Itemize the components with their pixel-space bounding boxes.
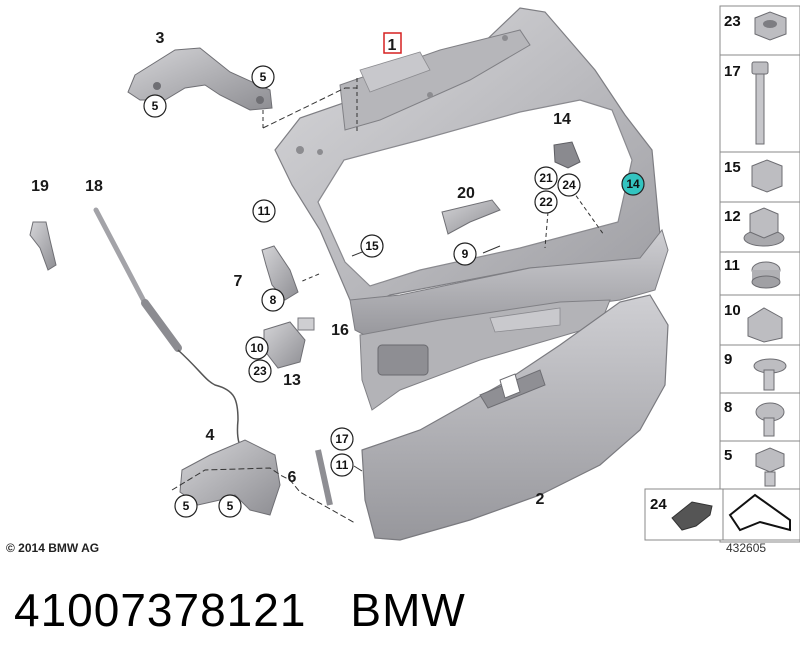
nut-flange-icon (754, 11, 787, 41)
mounting-bracket-icon (728, 493, 791, 532)
part-label-4[interactable]: 4 (206, 427, 215, 444)
callout-5-left[interactable]: 5 (183, 499, 190, 513)
clip-part-icon (671, 501, 713, 531)
clip-nut-icon (747, 307, 783, 343)
legend-item-9[interactable]: 9 (724, 351, 732, 368)
screw-washer-icon (753, 358, 787, 391)
strut-bracket-part (29, 221, 57, 271)
circle-callout-numbers: 5 5 11 15 9 8 10 23 17 11 5 5 21 24 22 1… (152, 70, 640, 513)
part-caption: 41007378121 BMW (14, 583, 466, 637)
legend-item-11[interactable]: 11 (724, 257, 740, 274)
part-label-19[interactable]: 19 (31, 178, 49, 195)
legend-item-24[interactable]: 24 (650, 496, 667, 513)
part-label-7[interactable]: 7 (234, 273, 243, 290)
image-number: 432605 (726, 541, 767, 555)
callout-11-upper[interactable]: 11 (258, 204, 271, 218)
callout-5-right[interactable]: 5 (227, 499, 234, 513)
tailgate-trim-panel (361, 294, 669, 541)
legend-item-8[interactable]: 8 (724, 399, 732, 416)
callout-11-lower[interactable]: 11 (336, 458, 349, 472)
part-number: 41007378121 (14, 584, 307, 636)
callout-9[interactable]: 9 (462, 247, 469, 261)
callout-23[interactable]: 23 (253, 364, 267, 378)
legend-item-10[interactable]: 10 (724, 302, 741, 319)
callout-21[interactable]: 21 (539, 171, 553, 185)
gas-strut-part (93, 207, 247, 453)
lower-hinge-part-4 (171, 439, 356, 524)
part-label-13[interactable]: 13 (283, 372, 301, 389)
highlight-box-part-1 (383, 32, 402, 54)
handle-part-20 (441, 199, 501, 235)
part-labels: 1 3 19 18 20 14 7 16 13 4 6 2 (31, 30, 571, 508)
legend-item-23[interactable]: 23 (724, 13, 741, 30)
camera-part-14 (553, 141, 581, 169)
callout-8[interactable]: 8 (270, 293, 277, 307)
tailgate-inner-frame (274, 7, 661, 306)
brand-name: BMW (350, 584, 466, 636)
callout-17[interactable]: 17 (335, 432, 349, 446)
callout-14-highlighted[interactable]: 14 (626, 177, 640, 191)
legend-item-17[interactable]: 17 (724, 63, 741, 80)
fastener-legend: 23 17 15 12 11 10 9 8 5 (644, 5, 800, 543)
callout-10[interactable]: 10 (250, 341, 264, 355)
legend-item-5[interactable]: 5 (724, 447, 732, 464)
hex-nut-icon (751, 159, 783, 193)
part-label-1[interactable]: 1 (388, 37, 397, 54)
pan-screw-icon (755, 402, 785, 437)
part-label-18[interactable]: 18 (85, 178, 103, 195)
callout-15[interactable]: 15 (365, 239, 379, 253)
latch-bracket-part-7 (261, 245, 299, 301)
legend-item-15[interactable]: 15 (724, 159, 741, 176)
part-label-2[interactable]: 2 (536, 491, 545, 508)
callout-24[interactable]: 24 (562, 178, 576, 192)
part-label-14[interactable]: 14 (553, 111, 571, 128)
copyright-notice: © 2014 BMW AG (6, 541, 100, 555)
flange-screw-icon (755, 447, 785, 487)
part-label-20[interactable]: 20 (457, 185, 475, 202)
legend-item-12[interactable]: 12 (724, 208, 741, 225)
callout-22[interactable]: 22 (539, 195, 553, 209)
buffer-part-13 (263, 317, 315, 369)
tailgate-lower-panel (349, 228, 669, 411)
part-label-6[interactable]: 6 (288, 469, 297, 486)
bolt-part-6 (315, 449, 333, 506)
collar-nut-icon (743, 207, 785, 247)
cap-plug-icon (751, 261, 781, 289)
part-label-16[interactable]: 16 (331, 322, 349, 339)
callout-5-hinge[interactable]: 5 (152, 99, 159, 113)
circle-callouts (143, 65, 645, 518)
callout-5-top[interactable]: 5 (260, 70, 267, 84)
part-label-3[interactable]: 3 (156, 30, 165, 47)
hex-bolt-icon (751, 61, 769, 145)
